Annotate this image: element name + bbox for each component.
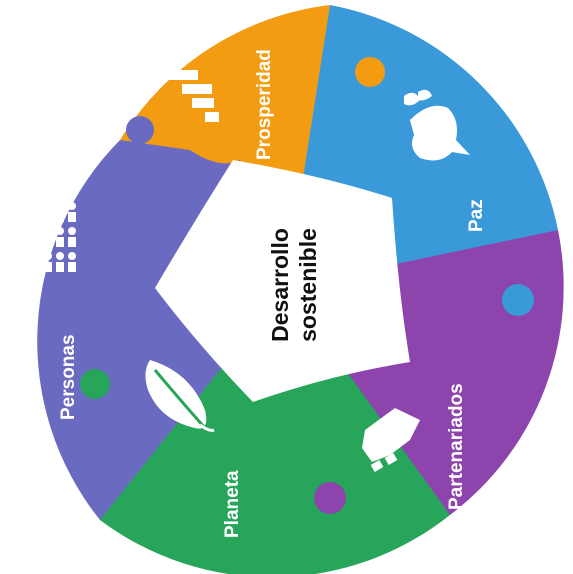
puzzle-tab-personas <box>80 369 110 399</box>
puzzle-tab-blue <box>355 57 385 87</box>
puzzle-tab-green <box>314 482 346 514</box>
puzzle-tab-purple <box>502 284 534 316</box>
puzzle-tabs <box>80 57 534 514</box>
center-label: Desarrollo sostenible <box>267 228 321 342</box>
leaf-icon <box>145 360 215 432</box>
puzzle-tab-orange <box>126 116 154 144</box>
people-icon <box>32 202 76 272</box>
center-shape <box>155 160 410 402</box>
handshake-icon <box>362 408 420 472</box>
label-paz: Paz <box>466 199 487 232</box>
center-label-line1: Desarrollo <box>267 228 293 342</box>
label-planeta: Planeta <box>222 470 243 538</box>
bar-chart-icon <box>162 70 219 122</box>
label-personas: Personas <box>58 334 79 420</box>
center-label-line2: sostenible <box>295 228 321 342</box>
dove-icon <box>404 89 470 161</box>
label-partenariados: Partenariados <box>446 383 467 510</box>
label-prosperidad: Prosperidad <box>254 49 275 160</box>
